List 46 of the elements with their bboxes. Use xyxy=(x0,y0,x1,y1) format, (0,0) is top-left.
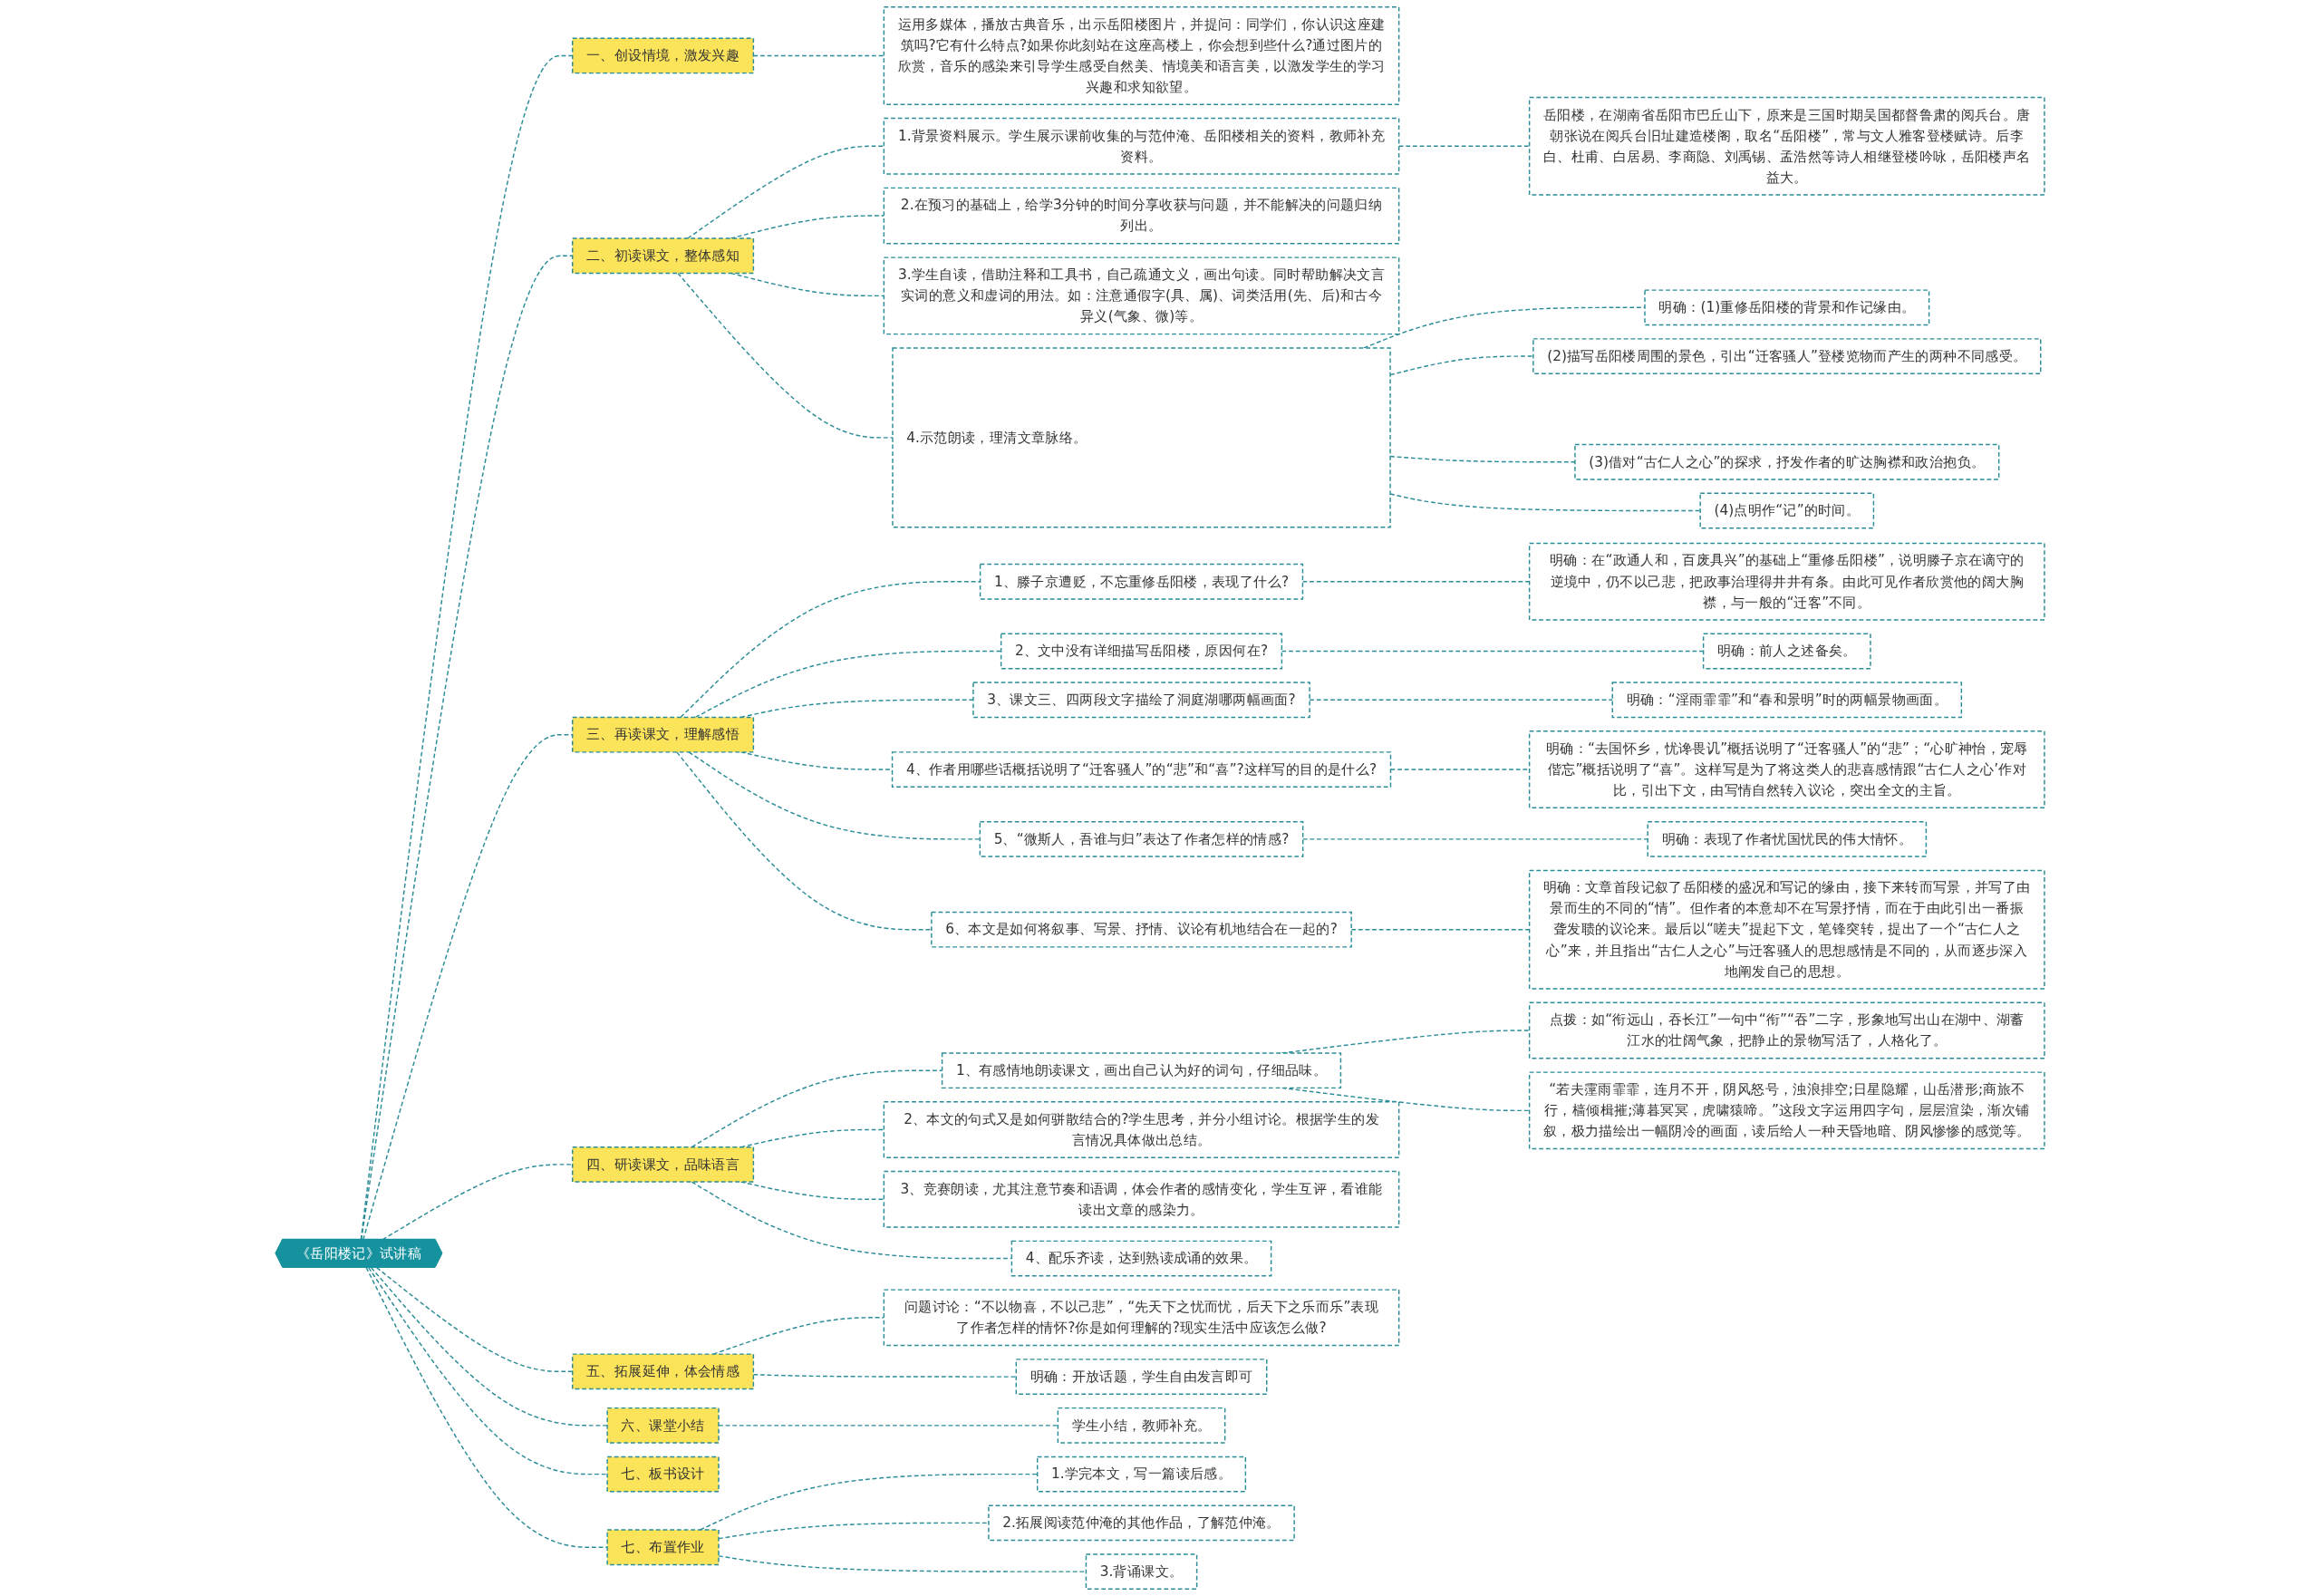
node-box: 5、“微斯人，吾谁与归”表达了作者怎样的情感? xyxy=(979,820,1304,857)
node-box: (2)描写岳阳楼周围的景色，引出“迁客骚人”登楼览物而产生的两种不同感受。 xyxy=(1532,338,2042,374)
connector xyxy=(370,1266,608,1427)
node-box: 明确：开放话题，学生自由发言即可 xyxy=(1015,1359,1268,1395)
node-box: 明确：表现了作者忧国忧民的伟大情怀。 xyxy=(1647,820,1928,857)
node-box: 二、初读课文，整体感知 xyxy=(572,237,755,275)
node-box: 明确：“淫雨霏霏”和“春和景明”时的两幅景物画面。 xyxy=(1611,682,1963,719)
node-box: 1.学完本文，写一篇读后感。 xyxy=(1036,1456,1247,1493)
connector xyxy=(1302,838,1648,840)
node-box: 4、作者用哪些话概括说明了“迁客骚人”的“悲”和“喜”?这样写的目的是什么? xyxy=(891,751,1392,788)
node-box: 6、本文是如何将叙事、写景、抒情、议论有机地结合在一起的? xyxy=(931,911,1352,948)
node-box: 点拨：如“衔远山，吞长江”一句中“衔”“吞”二字，形象地写出山在湖中、湖蓄江水的壮阔气象，把静止的景物写活了，人格化了。 xyxy=(1528,1001,2045,1059)
node-box: 五、拓展延伸，体会情感 xyxy=(572,1353,755,1390)
node-box: 2.在预习的基础上，给学3分钟的时间分享收获与问题，并不能解决的问题归纳列出。 xyxy=(883,187,1400,245)
node-box: (4)点明作“记”的时间。 xyxy=(1699,492,1875,529)
node-box: 3.背诵课文。 xyxy=(1085,1553,1198,1591)
node-box: 明确：在“政通人和，百废具兴”的基础上“重修岳阳楼”，说明滕子京在谪守的逆境中，仍不以己悲，把政事治理得井井有条。由此可见作者欣赏他的阔大胸襟，与一般的“迁客”不同。 xyxy=(1528,542,2045,621)
node-box: “若夫霪雨霏霏，连月不开，阴风怒号，浊浪排空;日星隐耀，山岳潜形;商旅不行，樯倾楫摧;薄暮冥冥，虎啸猿啼。”这段文字运用四字句，层层渲染，渐次铺叙，极力描绘出一幅阴冷的画面，读后给人一种天昏地暗、阴风惨惨的感觉等。 xyxy=(1528,1071,2045,1150)
node-box: 明确：(1)重修岳阳楼的背景和作记缘由。 xyxy=(1644,289,1930,326)
node-box: 四、研读课文，品味语言 xyxy=(572,1146,755,1183)
node-box: 3、课文三、四两段文字描绘了洞庭湖哪两幅画面? xyxy=(972,682,1310,719)
node-box: 1、滕子京遭贬，不忘重修岳阳楼，表现了什么? xyxy=(979,563,1304,600)
node-box: 学生小结，教师补充。 xyxy=(1057,1407,1226,1444)
node-box: (3)借对“古仁人之心”的探求，抒发作者的旷达胸襟和政治抱负。 xyxy=(1574,443,2000,480)
node-box: 明确：“去国怀乡，忧谗畏讥”概括说明了“迁客骚人”的“悲”；“心旷神怡，宠辱偕忘”概括说明了“喜”。这样写是为了将这类人的悲喜感情跟“古仁人之心’作对比，引出下文，由写情自然转入议论，突出全文的主旨。 xyxy=(1528,730,2045,808)
node-box: 2.拓展阅读范仲淹的其他作品，了解范仲淹。 xyxy=(988,1504,1295,1542)
node-box: 3.学生自读，借助注释和工具书，自己疏通文义，画出句读。同时帮助解决文言实词的意义和虚词的用法。如：注意通假字(具、属)、词类活用(先、后)和古今异义(气象、微)等。 xyxy=(883,256,1400,335)
node-box: 七、板书设计 xyxy=(606,1456,720,1493)
node-box: 明确：前人之述备矣。 xyxy=(1702,633,1871,670)
node-box: 明确：文章首段记叙了岳阳楼的盛况和写记的缘由，接下来转而写景，并写了由景而生的不同的“情”。但作者的本意却不在写景抒情，而在于由此引出一番振聋发聩的议论来。最后以“嗟夫”提起下文，笔锋突转，提出了一个“古仁人之心”来，并且指出“古仁人之心”与迁客骚人的思想感情是不同的，从而逐步深入地阐发自己的思想。 xyxy=(1528,869,2045,990)
node-box: 一、创设情境，激发兴趣 xyxy=(572,37,755,74)
node-box: 问题讨论：“不以物喜，不以己悲”，“先天下之忧而忧，后天下之乐而乐”表现了作者怎样的情怀?你是如何理解的?现实生活中应该怎么做? xyxy=(883,1289,1400,1347)
connector xyxy=(365,1266,608,1548)
connector xyxy=(367,1266,608,1475)
node-box: 2、本文的句式又是如何骈散结合的?学生思考，并分小组讨论。根据学生的发言情况具体做出总结。 xyxy=(883,1101,1400,1158)
node-box: 4、配乐齐读，达到熟读成诵的效果。 xyxy=(1010,1240,1272,1277)
node-box: 2、文中没有详细描写岳阳楼，原因何在? xyxy=(1000,633,1283,670)
node-box: 4.示范朗读，理清文章脉络。 xyxy=(892,347,1391,528)
node-box: 1、有感情地朗读课文，画出自己认为好的词句，仔细品味。 xyxy=(941,1052,1342,1089)
node-box: 1.背景资料展示。学生展示课前收集的与范仲淹、岳阳楼相关的资料，教师补充资料。 xyxy=(883,117,1400,175)
node-box: 七、布置作业 xyxy=(606,1529,720,1566)
node-box: 岳阳楼，在湖南省岳阳市巴丘山下，原来是三国时期吴国都督鲁肃的阅兵台。唐朝张说在阅兵台旧址建造楼阁，取名“岳阳楼”，常与文人雅客登楼赋诗。后李白、杜甫、白居易、李商隐、刘禹锡、孟浩然等诗人相继登楼吟咏，岳阳楼声名益大。 xyxy=(1528,96,2045,196)
node-box: 运用多媒体，播放古典音乐，出示岳阳楼图片，并提问：同学们，你认识这座建筑吗?它有什么特点?如果你此刻站在这座高楼上，你会想到些什么?通过图片的欣赏，音乐的感染来引导学生感受自然美、情境美和语言美，以激发学生的学习兴趣和求知欲望。 xyxy=(883,5,1400,105)
node-box: 三、再读课文，理解感悟 xyxy=(572,716,755,753)
node-box: 六、课堂小结 xyxy=(606,1407,720,1444)
node-box: 3、竞赛朗读，尤其注意节奏和语调，体会作者的感情变化，学生互评，看谁能读出文章的感染力。 xyxy=(883,1170,1400,1228)
